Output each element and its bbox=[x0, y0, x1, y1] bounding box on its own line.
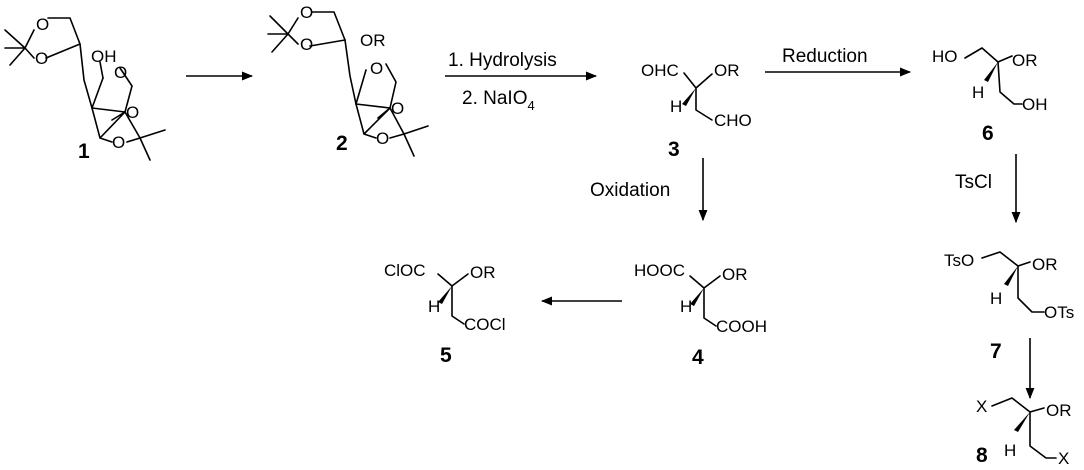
compound-1-atom-o2: O bbox=[35, 49, 48, 68]
compound-2-atom-o2: O bbox=[300, 35, 313, 54]
compound-2-label: 2 bbox=[336, 132, 348, 155]
compound-1-label: 1 bbox=[78, 140, 90, 163]
compound-4-atom-cooh-top: HOOC bbox=[634, 261, 685, 280]
compound-3: OHC OR H CHO 3 bbox=[641, 61, 752, 161]
compound-3-atom-cho-bottom: CHO bbox=[714, 111, 752, 130]
compound-1-atom-o1: O bbox=[36, 15, 49, 34]
compound-4-wedge bbox=[690, 288, 704, 306]
compound-5-atom-h: H bbox=[428, 297, 440, 316]
compound-1-atom-o4: O bbox=[112, 133, 125, 152]
compound-5-atom-cocl-top: ClOC bbox=[384, 261, 426, 280]
reaction-2-step2-main: 2. NaIO bbox=[462, 88, 527, 109]
compound-3-bonds bbox=[683, 72, 713, 121]
compound-1-bonds bbox=[4, 17, 166, 161]
reaction-6-label: TsCl bbox=[955, 172, 992, 193]
compound-1-atom-o3: O bbox=[126, 103, 139, 122]
compound-2: O O OR O O O 2 bbox=[267, 3, 429, 157]
compound-4-atom-h: H bbox=[680, 297, 692, 316]
compound-3-atom-cho-top: OHC bbox=[641, 61, 679, 80]
compound-7-wedge bbox=[1004, 266, 1018, 286]
compound-8-atom-h: H bbox=[1004, 441, 1016, 460]
compound-7-atom-tso: TsO bbox=[944, 251, 974, 270]
compound-4-atom-cooh-bottom: COOH bbox=[716, 317, 767, 336]
compound-6-label: 6 bbox=[982, 122, 994, 145]
compound-6-atom-h: H bbox=[972, 83, 984, 102]
compound-8-atom-or: OR bbox=[1046, 401, 1072, 420]
reaction-3-label: Reduction bbox=[782, 46, 868, 67]
compound-7-bonds bbox=[981, 251, 1045, 313]
compound-1-atom-o-ring: O bbox=[114, 63, 127, 82]
compound-3-wedge bbox=[682, 88, 696, 106]
compound-2-atom-o4: O bbox=[376, 129, 389, 148]
compound-2-atom-o-ring: O bbox=[370, 59, 383, 78]
compound-7: TsO OR H OTs 7 bbox=[944, 251, 1074, 363]
compound-7-atom-or: OR bbox=[1032, 255, 1058, 274]
compound-2-atom-o1: O bbox=[300, 3, 313, 22]
compound-5-wedge bbox=[438, 286, 452, 304]
compound-6-atom-oh: OH bbox=[1022, 95, 1048, 114]
compound-1: O O OH O O O 1 bbox=[4, 15, 166, 163]
compound-4: HOOC OR H COOH 4 bbox=[634, 261, 767, 369]
compound-3-atom-or: OR bbox=[714, 61, 740, 80]
compound-2-bonds bbox=[267, 11, 429, 157]
compound-5-label: 5 bbox=[440, 344, 452, 367]
compound-2-atom-o3: O bbox=[391, 99, 404, 118]
compound-5: ClOC OR H COCl 5 bbox=[384, 261, 506, 367]
reaction-2-step2-subscript: 4 bbox=[527, 98, 534, 113]
compound-8-wedge bbox=[1014, 412, 1030, 432]
compound-6-atom-ho: HO bbox=[932, 47, 958, 66]
compound-4-atom-or: OR bbox=[722, 265, 748, 284]
compound-1-atom-oh: OH bbox=[91, 47, 117, 66]
compound-8: X OR H X 8 bbox=[976, 397, 1072, 468]
compound-7-atom-h: H bbox=[990, 289, 1002, 308]
compound-6-atom-or: OR bbox=[1012, 51, 1038, 70]
reaction-2-step1: 1. Hydrolysis bbox=[448, 50, 557, 71]
compound-3-atom-h: H bbox=[670, 97, 682, 116]
compound-5-atom-or: OR bbox=[470, 263, 496, 282]
compound-2-atom-or: OR bbox=[360, 31, 386, 50]
compound-8-atom-x-bottom: X bbox=[1058, 449, 1069, 468]
compound-4-label: 4 bbox=[692, 346, 704, 369]
compound-6: HO OR H OH 6 bbox=[932, 47, 1048, 145]
compound-8-atom-x-top: X bbox=[976, 397, 987, 416]
reaction-2-step2: 2. NaIO4 bbox=[462, 88, 535, 113]
compound-6-wedge bbox=[984, 62, 998, 82]
reaction-4-label: Oxidation bbox=[590, 180, 670, 201]
compound-7-atom-ots: OTs bbox=[1044, 303, 1074, 322]
compound-5-atom-cocl-bottom: COCl bbox=[464, 315, 506, 334]
compound-7-label: 7 bbox=[990, 340, 1002, 363]
compound-8-label: 8 bbox=[976, 444, 988, 467]
compound-3-label: 3 bbox=[668, 138, 680, 161]
compound-8-bonds bbox=[991, 397, 1057, 459]
compound-6-bonds bbox=[964, 47, 1023, 105]
